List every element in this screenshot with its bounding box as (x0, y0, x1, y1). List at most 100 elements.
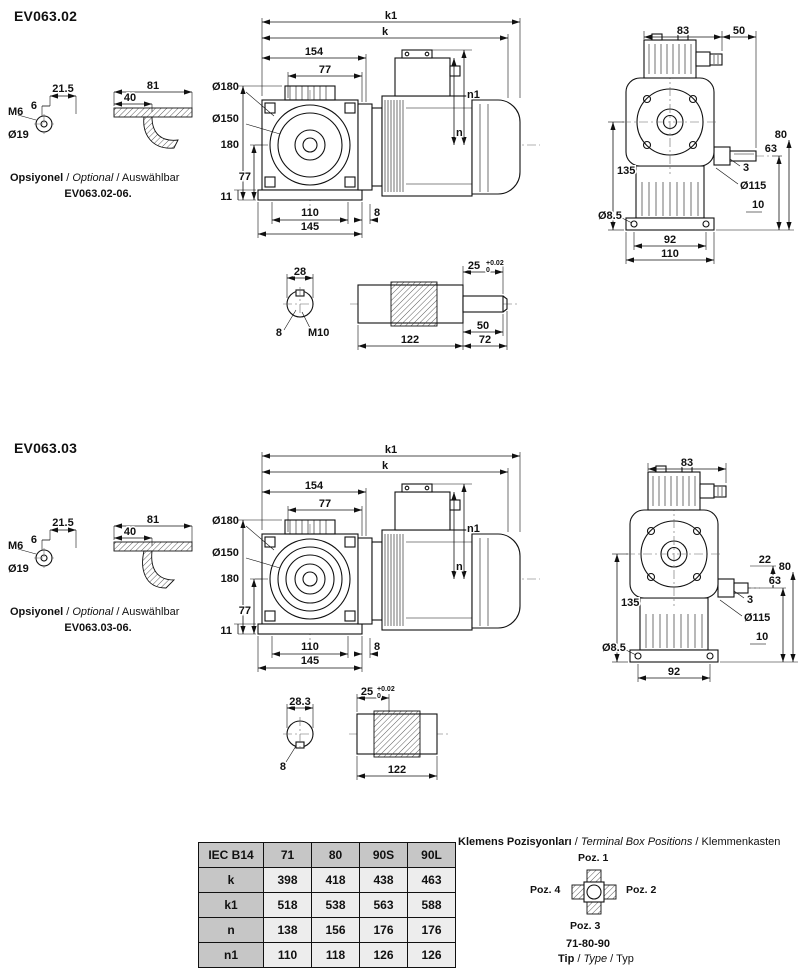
gearbox-front (629, 597, 719, 663)
note-part-tr: Opsiyonel (10, 606, 64, 618)
ev063-02-side-view-drawing: k1 k 154 77 Ø180 Ø150 180 77 11 110 145 … (212, 9, 540, 238)
gearbox-side (257, 519, 363, 635)
worm-shaft (350, 281, 520, 327)
section-title-ev063-03: EV063.03 (14, 440, 78, 456)
dim-label-tol-zero: 0 (486, 267, 490, 274)
table-cell: 398 (263, 867, 312, 893)
motor-side (357, 483, 521, 631)
dim-label-m6: M6 (8, 106, 23, 118)
table-cell: 176 (407, 917, 456, 943)
ev063-03-front-view-drawing: 83 135 80 63 22 3 Ø115 10 Ø8.5 92 (601, 456, 798, 682)
note-sep: / (63, 606, 73, 618)
dim-label-154: 154 (305, 480, 324, 492)
terminal-box-front (643, 33, 723, 79)
dim-label-122: 122 (388, 764, 406, 776)
dim-label-dia19: Ø19 (8, 129, 29, 141)
dim-label-180: 180 (221, 139, 239, 151)
dim-label-8: 8 (374, 207, 380, 219)
dim-label-tol-zero: 0 (377, 693, 381, 700)
table-header-90l: 90L (407, 842, 456, 868)
note-sep: / (113, 606, 122, 618)
ev063-02-shaft-detail-drawing: 28 8 M10 25 +0.02 0 50 122 72 (274, 259, 520, 350)
front-dim-lines (608, 31, 794, 264)
dim-label-110b: 110 (661, 248, 679, 260)
dim-label-21-5: 21.5 (52, 517, 73, 529)
dim-label-154: 154 (305, 46, 324, 58)
optional-screw-symbol (34, 114, 54, 134)
table-header-90s: 90S (359, 842, 408, 868)
ev063-03-side-view-drawing: k1 k 154 77 Ø180 Ø150 180 77 11 110 145 … (212, 443, 540, 672)
table-cell: 126 (359, 942, 408, 968)
note-sep: / (63, 172, 73, 184)
dim-label-dia8-5: Ø8.5 (598, 210, 622, 222)
table-row-n1: n1 110 118 126 126 (198, 942, 456, 968)
table-cell: 118 (311, 942, 360, 968)
dim-label-tol-plus: +0.02 (377, 686, 395, 693)
optional-dim-lines (17, 523, 193, 555)
dim-label-6: 6 (31, 100, 37, 112)
dim-label-110: 110 (301, 641, 319, 653)
dim-label-n: n (456, 127, 463, 139)
note-part-en: Optional (72, 606, 114, 618)
motor-side (357, 49, 521, 197)
shaft-dim-lines (283, 266, 508, 350)
motor-front (626, 502, 722, 606)
dim-label-n: n (456, 561, 463, 573)
dim-label-28: 28 (294, 266, 306, 278)
type-part-en: Type (583, 953, 608, 965)
side-dim-lines (234, 452, 521, 672)
side-dim-lines (234, 18, 521, 238)
dim-label-8: 8 (374, 641, 380, 653)
dim-label-92: 92 (664, 234, 676, 246)
note-part-de: Auswählbar (121, 606, 180, 618)
type-sep: / (607, 953, 617, 965)
dim-label-50s: 50 (477, 320, 489, 332)
dim-label-n1: n1 (467, 523, 480, 535)
poz-3-label: Poz. 3 (570, 920, 601, 932)
table-cell: 418 (311, 867, 360, 893)
optional-note-ev063-02: Opsiyonel / Optional / Auswählbar (10, 172, 179, 184)
dim-label-tol-plus: +0.02 (486, 260, 504, 267)
table-cell: 176 (359, 917, 408, 943)
dim-label-dia150: Ø150 (212, 113, 239, 125)
table-row-k: k 398 418 438 463 (198, 867, 456, 893)
table-row-k1: k1 518 538 563 588 (198, 892, 456, 918)
dim-label-m10: M10 (308, 327, 329, 339)
dim-label-77-left: 77 (239, 605, 251, 617)
dim-label-145: 145 (301, 655, 319, 667)
dim-label-8key: 8 (280, 761, 286, 773)
row-label-n1: n1 (198, 942, 264, 968)
type-sep: / (574, 953, 584, 965)
section-title-ev063-02: EV063.02 (14, 8, 78, 24)
ev063-03-shaft-detail-drawing: 28.3 8 25 +0.02 0 122 (278, 685, 450, 780)
dim-label-135: 135 (617, 165, 635, 177)
dim-label-135: 135 (621, 597, 639, 609)
dim-label-25: 25 (468, 260, 480, 272)
dim-label-10: 10 (752, 199, 764, 211)
ev063-02-optional-detail-drawing: 21.5 6 M6 Ø19 81 40 (8, 80, 193, 149)
table-cell: 463 (407, 867, 456, 893)
table-cell: 518 (263, 892, 312, 918)
gearbox-front (625, 165, 715, 231)
dim-label-72: 72 (479, 334, 491, 346)
dimension-table-wrapper: IEC B14 71 80 90S 90L k 398 418 438 463 … (198, 842, 456, 968)
dim-label-63: 63 (765, 143, 777, 155)
dim-label-40: 40 (124, 526, 136, 538)
dim-label-n1: n1 (467, 89, 480, 101)
table-cell: 110 (263, 942, 312, 968)
dim-label-77-left: 77 (239, 171, 251, 183)
dim-label-6: 6 (31, 534, 37, 546)
dim-label-dia8-5: Ø8.5 (602, 642, 626, 654)
table-cell: 538 (311, 892, 360, 918)
shaft-end-section (283, 717, 317, 751)
optional-ref-ev063-02: EV063.02-06. (64, 188, 132, 200)
row-label-n: n (198, 917, 264, 943)
dim-label-22: 22 (759, 554, 771, 566)
table-header-80: 80 (311, 842, 360, 868)
poz-2-label: Poz. 2 (626, 884, 657, 896)
dimension-table: IEC B14 71 80 90S 90L k 398 418 438 463 … (198, 842, 456, 968)
dim-label-145: 145 (301, 221, 319, 233)
poz-1-label: Poz. 1 (578, 852, 609, 864)
dim-label-3: 3 (743, 162, 749, 174)
poz-4-label: Poz. 4 (530, 884, 561, 896)
